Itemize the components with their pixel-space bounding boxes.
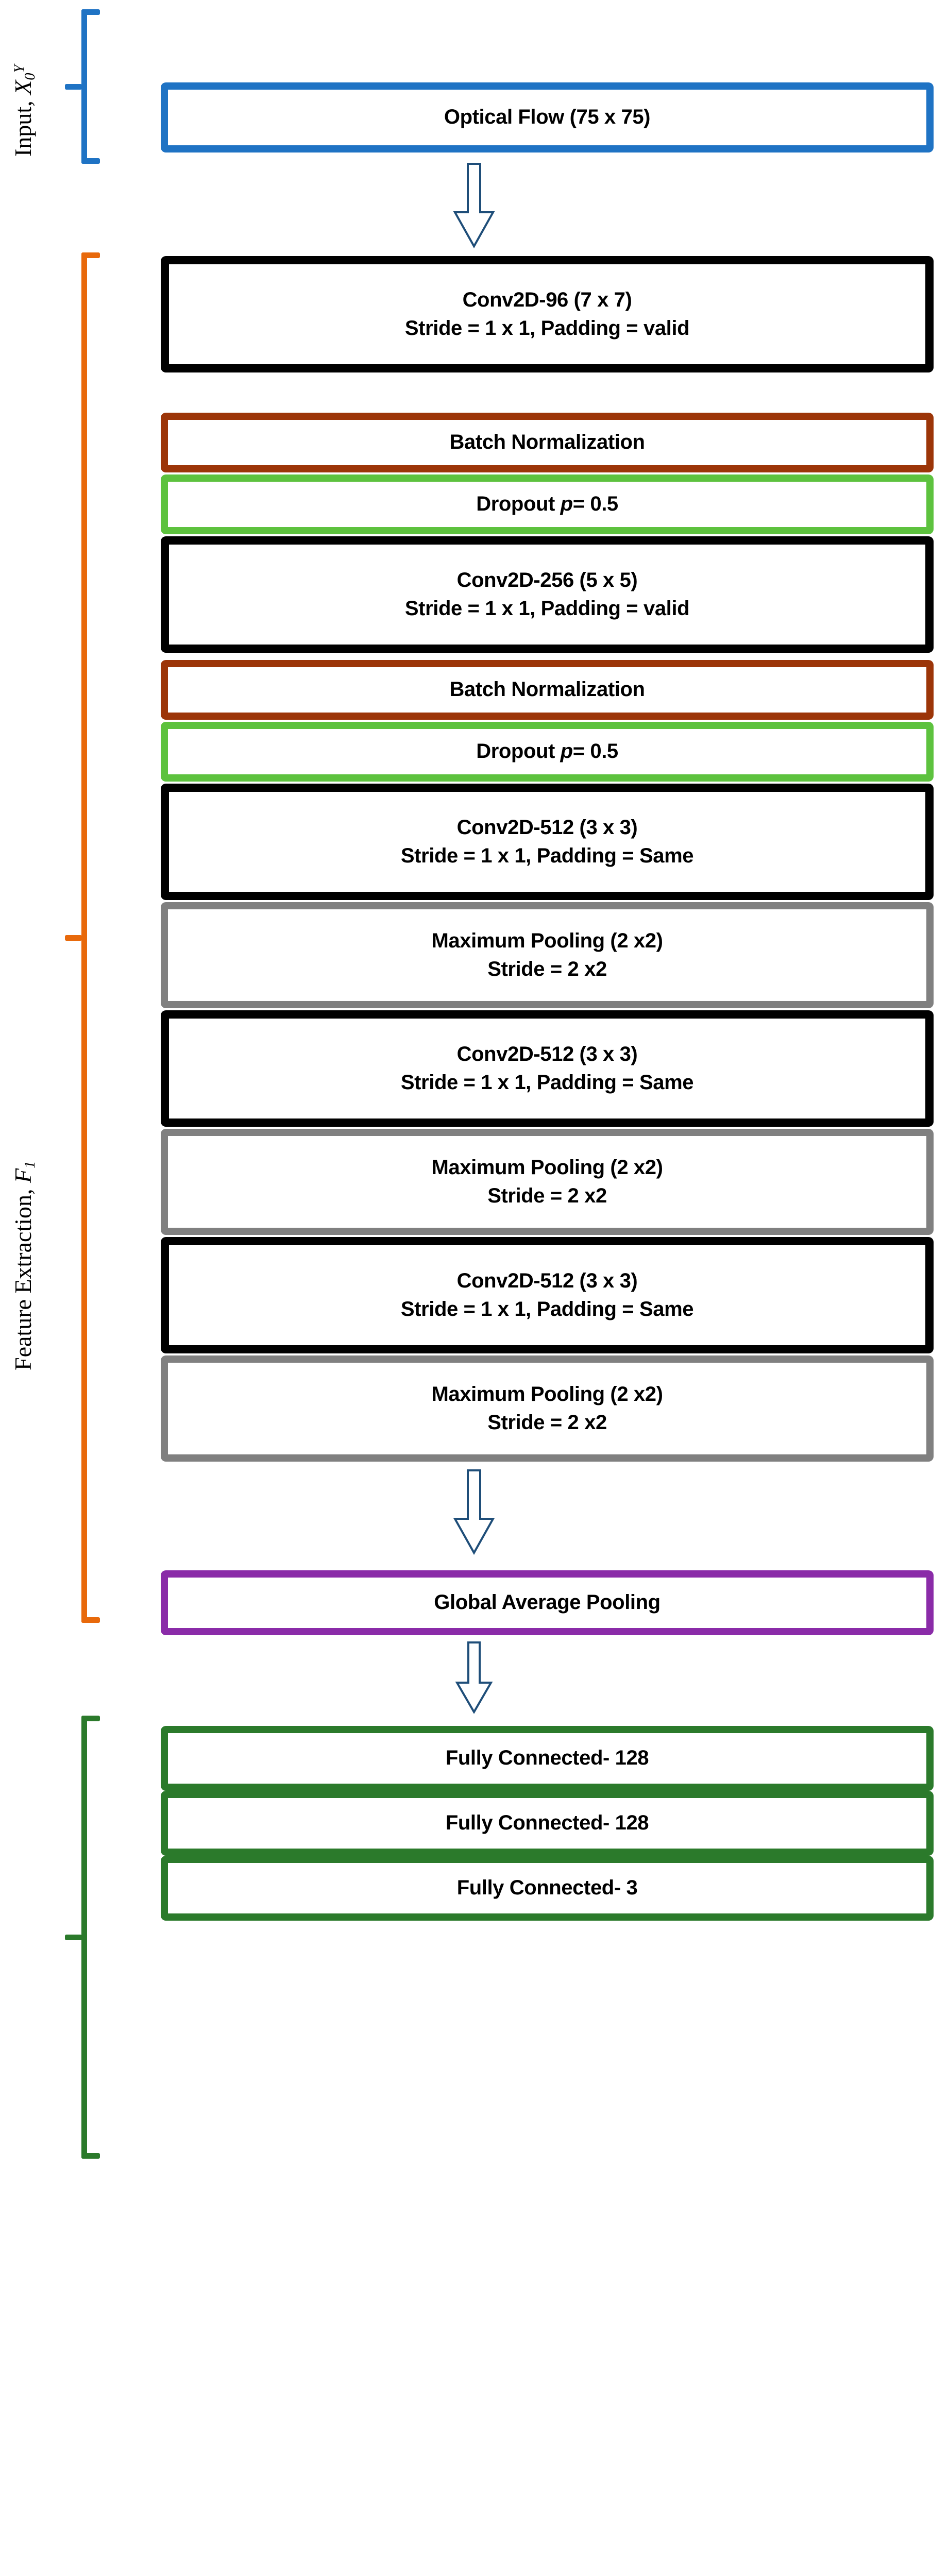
layer-box-fc-128-a[interactable]: Fully Connected- 128 [161, 1726, 934, 1791]
layer-label-line1: Maximum Pooling (2 x2) [431, 1156, 663, 1179]
dropout-symbol-p: p [560, 740, 573, 763]
layer-label-line2: Stride = 2 x2 [487, 1184, 607, 1207]
layer-box-batchnorm-1[interactable]: Batch Normalization [161, 413, 934, 472]
section-feature-extraction: Feature Extraction, F1 [0, 252, 161, 1623]
section-classification: Classification, F2 [0, 1716, 161, 2159]
layer-box-conv-512-c[interactable]: Conv2D-512 (3 x 3) Stride = 1 x 1, Paddi… [161, 1237, 934, 1353]
dropout-text-suffix: = 0.5 [572, 493, 618, 516]
layer-box-maxpool-a[interactable]: Maximum Pooling (2 x2) Stride = 2 x2 [161, 902, 934, 1008]
layer-label-line1: Conv2D-512 (3 x 3) [456, 1042, 638, 1065]
arrow-input-to-features [451, 163, 497, 248]
layer-label-line1: Fully Connected- 128 [445, 1747, 649, 1770]
bracket-feature-extraction [65, 252, 101, 1623]
layer-box-maxpool-c[interactable]: Maximum Pooling (2 x2) Stride = 2 x2 [161, 1355, 934, 1462]
layer-label-line1: Maximum Pooling (2 x2) [431, 929, 663, 952]
dropout-text-prefix: Dropout [476, 493, 561, 516]
architecture-diagram: Input, X0Y Feature Extraction, F1 Classi… [0, 9, 934, 2159]
layer-box-batchnorm-2[interactable]: Batch Normalization [161, 660, 934, 720]
layer-label-line1: Conv2D-512 (3 x 3) [456, 816, 638, 839]
section-input: Input, X0Y [0, 9, 161, 164]
layer-label-line1: Maximum Pooling (2 x2) [431, 1382, 663, 1405]
layer-label-line1: Batch Normalization [449, 678, 645, 701]
layer-box-dropout-2[interactable]: Dropout p= 0.5 [161, 722, 934, 782]
section-label-feature-extraction: Feature Extraction, F1 [10, 1161, 39, 1370]
section-label-input: Input, X0Y [10, 64, 39, 157]
layer-box-dropout-1[interactable]: Dropout p= 0.5 [161, 474, 934, 534]
layer-label-line1: Conv2D-512 (3 x 3) [456, 1269, 638, 1292]
dropout-text-suffix: = 0.5 [572, 740, 618, 763]
layer-box-conv-512-a[interactable]: Conv2D-512 (3 x 3) Stride = 1 x 1, Paddi… [161, 784, 934, 900]
bracket-classification [65, 1716, 101, 2159]
layer-label-line1: Conv2D-96 (7 x 7) [462, 288, 632, 311]
layer-label-line1: Dropout p= 0.5 [476, 738, 618, 765]
layer-box-conv-256[interactable]: Conv2D-256 (5 x 5) Stride = 1 x 1, Paddi… [161, 536, 934, 653]
layer-label-line1: Fully Connected- 128 [445, 1811, 649, 1835]
layer-label-line1: Conv2D-256 (5 x 5) [456, 568, 638, 591]
dropout-symbol-p: p [560, 493, 573, 516]
layer-box-fc-128-b[interactable]: Fully Connected- 128 [161, 1791, 934, 1856]
layer-label-line2: Stride = 1 x 1, Padding = Same [400, 1071, 694, 1094]
layer-label-line1: Dropout p= 0.5 [476, 491, 618, 517]
layer-label-line2: Stride = 2 x2 [487, 958, 607, 980]
layer-label-line2: Stride = 1 x 1, Padding = valid [404, 597, 690, 620]
layer-label-line1: Fully Connected- 3 [456, 1876, 638, 1900]
layer-box-conv-512-b[interactable]: Conv2D-512 (3 x 3) Stride = 1 x 1, Paddi… [161, 1010, 934, 1127]
layer-label-line1: Optical Flow (75 x 75) [444, 106, 651, 129]
layer-box-maxpool-b[interactable]: Maximum Pooling (2 x2) Stride = 2 x2 [161, 1129, 934, 1235]
layer-label-line2: Stride = 1 x 1, Padding = Same [400, 1298, 694, 1320]
layer-label-line1: Global Average Pooling [434, 1591, 661, 1614]
layer-box-fc-3[interactable]: Fully Connected- 3 [161, 1856, 934, 1921]
bracket-input [65, 9, 101, 164]
arrow-features-to-gap [451, 1469, 497, 1555]
layer-label-line2: Stride = 2 x2 [487, 1411, 607, 1434]
layer-label-line2: Stride = 1 x 1, Padding = Same [400, 844, 694, 867]
layer-box-gap[interactable]: Global Average Pooling [161, 1570, 934, 1635]
layer-box-optical-flow[interactable]: Optical Flow (75 x 75) [161, 82, 934, 152]
layer-box-conv-96[interactable]: Conv2D-96 (7 x 7) Stride = 1 x 1, Paddin… [161, 256, 934, 372]
arrow-gap-to-fc [453, 1641, 495, 1714]
layer-label-line1: Batch Normalization [449, 431, 645, 454]
dropout-text-prefix: Dropout [476, 740, 561, 763]
layer-label-line2: Stride = 1 x 1, Padding = valid [404, 317, 690, 340]
